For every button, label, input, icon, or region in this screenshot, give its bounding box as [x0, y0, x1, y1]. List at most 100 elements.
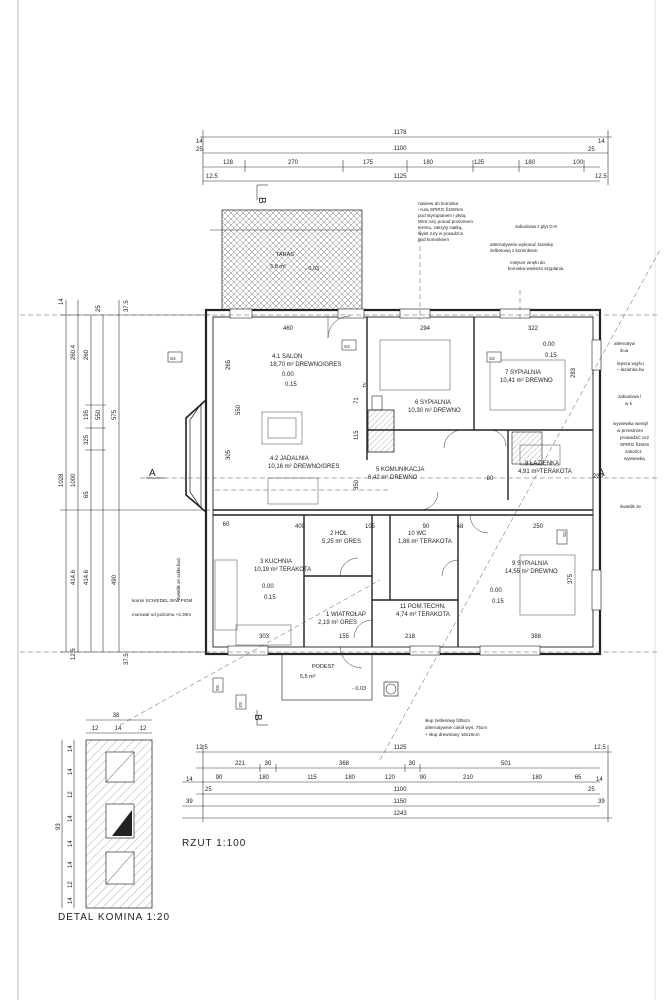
svg-text:żelbetową z kominkiem: żelbetową z kominkiem [490, 248, 538, 253]
detail-dim-38: 38 [113, 713, 120, 719]
note-pillar: słup żelbetowy fi35cm alternatywnie cokó… [425, 718, 487, 737]
dim-bottom-chain-b-1: 90 [216, 775, 223, 781]
dim-bottom-chain-b-5: 120 [385, 775, 396, 781]
room-sypialnia-9-area: 14,55 m² DREWNO [505, 569, 558, 575]
podest-outline [281, 653, 373, 701]
dim-550: 550 [236, 404, 242, 415]
top-dimensions [200, 130, 612, 185]
dim-303: 303 [259, 634, 270, 640]
dim-bottom-end-7: 39 [186, 799, 193, 805]
dim-bottom-end-8: 39 [598, 799, 605, 805]
level-kuchnia-15: 0.15 [264, 595, 276, 601]
chimney-detail [85, 739, 153, 909]
dim-bottom-chain-a-5: 501 [501, 761, 512, 767]
room-sypialnia-6-title: 6 SYPIALNIA [415, 400, 451, 406]
dim-bottom-end-6: 14 [596, 777, 603, 783]
svg-text:murowal od poziomu +2,30m: murowal od poziomu +2,30m [132, 612, 191, 617]
dim-71: 71 [354, 397, 360, 404]
dim-left-490: 490 [112, 574, 118, 585]
room-komunikacja-area: 6,42 m² DREWNO [368, 475, 418, 481]
dim-bottom-end-4: 25 [205, 787, 212, 793]
svg-text:słup żelbetowy fi35cm: słup żelbetowy fi35cm [425, 718, 470, 723]
room-wiatrolap: 1 WIATROŁAP 2,19 m² GRES [318, 612, 366, 626]
svg-text:wywiewką: wywiewką [624, 456, 645, 461]
dim-1178: 1178 [394, 130, 408, 136]
room-wc: 10 WC 1,86 m² TERAKOTA [398, 531, 452, 545]
room-lazienka: 8 ŁAZIENKA 4,91 m² TERAKOTA [518, 461, 572, 475]
pillar [383, 681, 399, 697]
room-komunikacja-title: 5 KOMUNIKACJA [376, 467, 424, 473]
level-kuchnia-0: 0.00 [262, 584, 274, 590]
bottom-dimensions [182, 745, 612, 822]
dim-bottom-chain-a-1: 221 [235, 761, 246, 767]
room-kuchnia-area: 10,19 m² TERAKOTA [254, 567, 311, 573]
room-wc-area: 1,86 m² TERAKOTA [398, 539, 452, 545]
doors [327, 315, 507, 669]
dim-left-65: 65 [84, 491, 90, 498]
level-sypialnia-9-0: 0.00 [490, 588, 502, 594]
taras-name: TARAS [276, 252, 294, 258]
dim-48: 48 [457, 524, 464, 530]
dim-top-chain-6: 180 [525, 160, 536, 166]
room-sypialnia-7-title: 7 SYPIALNIA [505, 370, 541, 376]
dim-bottom-chain-b-3: 115 [307, 775, 317, 781]
room-hol-area: 5,25 m² GRES [322, 539, 361, 545]
level-sypialnia-7-0: 0.00 [543, 342, 555, 348]
note-chimney-left: komin SCHIEDEL 2KW.PIOM murowal od pozio… [132, 598, 193, 617]
note-skylight-left: świetlik ze szkła bud. [176, 557, 181, 600]
room-lazienka-area: 4,91 m² TERAKOTA [518, 469, 572, 475]
room-sypialnia-6: 6 SYPIALNIA 10,30 m² DREWNO [408, 400, 461, 414]
svg-text:prowadzić ocz: prowadzić ocz [620, 435, 650, 440]
dim-283: 283 [571, 367, 577, 378]
room-jadalnia: 4.2 JADALNIA 10,16 m² DREWNO/GRES [268, 456, 339, 470]
dim-bottom-chain-b-2: 180 [259, 775, 270, 781]
dim-bottom-end-1: 12.5 [196, 745, 208, 751]
svg-text:wywiewka wentyl: wywiewka wentyl [613, 421, 648, 426]
svg-text:– łazienka bu: – łazienka bu [617, 367, 645, 372]
section-a-right: A [598, 468, 606, 479]
detail-title: DETAL KOMINA 1:20 [58, 912, 170, 923]
dim-left-25: 25 [96, 305, 102, 312]
notes-right-margin: alternatyw ścia lepsza wyjści – łazienka… [613, 341, 650, 509]
svg-text:+ słup drewniany 16x16cm: + słup drewniany 16x16cm [425, 732, 480, 737]
dim-218: 218 [405, 634, 416, 640]
exterior-walls [204, 308, 602, 656]
dim-top-chain-5: 125 [474, 160, 485, 166]
room-sypialnia-6-area: 10,30 m² DREWNO [408, 408, 461, 414]
svg-text:wylot rury w posadzce: wylot rury w posadzce [418, 231, 464, 236]
dim-top-chain-3: 175 [363, 160, 374, 166]
detail-dimensions [61, 719, 152, 908]
dim-400: 400 [295, 524, 306, 530]
section-b-top: B [256, 197, 267, 205]
dim-left-195: 195 [84, 409, 90, 420]
dim-375: 375 [568, 573, 574, 584]
svg-text:ścia: ścia [620, 348, 629, 353]
detail-dim-v3: 12 [68, 791, 74, 798]
dim-left-1028: 1028 [59, 473, 65, 487]
dim-294: 294 [420, 326, 431, 332]
dim-left-550: 550 [96, 409, 102, 420]
chimney-block [367, 409, 395, 453]
dim-top-end-3: 25 [588, 147, 595, 153]
dim-1150: 1150 [394, 799, 408, 805]
dim-1125-bottom: 1125 [394, 745, 408, 751]
dim-155: 155 [339, 634, 350, 640]
svg-text:zakończ: zakończ [625, 449, 643, 454]
dim-bottom-end-2: 12.5 [594, 745, 606, 751]
svg-text:pod styropianem i płytą.: pod styropianem i płytą. [418, 213, 467, 218]
dim-left-37-5a: 37.5 [124, 300, 130, 312]
dim-90: 90 [423, 524, 430, 530]
section-tags [167, 339, 568, 710]
room-jadalnia-area: 10,16 m² DREWNO/GRES [268, 464, 339, 470]
taras-hatch [221, 209, 363, 311]
dim-bottom-end-3: 14 [186, 777, 193, 783]
room-pom-techn-title: 11 POM.TECHN. [400, 604, 446, 610]
tag-s4-b: S4 [215, 685, 220, 691]
note-niche-b2: kominka-większa szyplania [508, 266, 564, 271]
level-sypialnia-7-15: 0.15 [545, 353, 557, 359]
svg-text:zabudowa l: zabudowa l [618, 394, 641, 399]
room-jadalnia-title: 4.2 JADALNIA [270, 456, 309, 462]
chimney-flue [371, 395, 383, 411]
dim-322: 322 [528, 326, 539, 332]
